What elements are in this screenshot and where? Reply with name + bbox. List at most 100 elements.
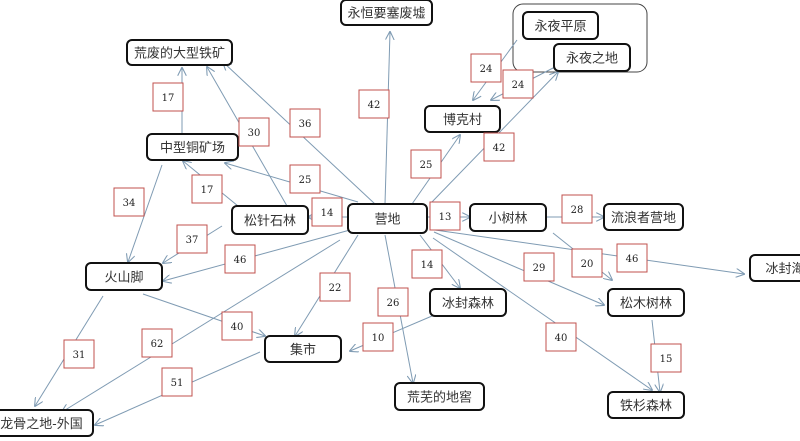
weight-label: 34 bbox=[123, 198, 136, 209]
edge-weight: 24 bbox=[502, 69, 534, 99]
weight-label: 20 bbox=[581, 259, 594, 270]
node-box bbox=[347, 203, 428, 234]
node-13: 松木树林 bbox=[607, 288, 685, 317]
node-label: 中型铜矿场 bbox=[160, 141, 225, 156]
weight-label: 17 bbox=[201, 185, 214, 196]
weight-label: 26 bbox=[387, 298, 400, 309]
node-17: 龙骨之地-外国 bbox=[0, 409, 94, 437]
node-label: 博克村 bbox=[443, 113, 482, 128]
weight-box bbox=[311, 197, 343, 227]
node-label: 永夜之地 bbox=[566, 52, 618, 67]
weight-label: 22 bbox=[329, 283, 342, 294]
edge-arrow bbox=[432, 237, 652, 390]
edge-weight: 34 bbox=[113, 187, 145, 217]
weight-box bbox=[319, 272, 351, 302]
node-box bbox=[394, 382, 485, 411]
weight-box bbox=[224, 244, 256, 274]
edge-weight: 25 bbox=[410, 149, 442, 179]
edge-weight: 14 bbox=[311, 197, 343, 227]
weight-box bbox=[221, 311, 253, 341]
edge-weight: 62 bbox=[141, 328, 173, 358]
edge-weight: 29 bbox=[523, 252, 555, 282]
weight-box bbox=[616, 243, 648, 273]
weight-label: 14 bbox=[321, 208, 334, 219]
node-box bbox=[522, 11, 599, 40]
node-box bbox=[603, 203, 684, 231]
weight-box bbox=[289, 108, 321, 138]
node-label: 永夜平原 bbox=[534, 20, 586, 35]
node-box bbox=[264, 335, 342, 363]
node-3: 永夜之地 bbox=[553, 43, 631, 72]
node-box bbox=[607, 288, 685, 317]
edge-weight: 28 bbox=[561, 194, 593, 224]
weight-label: 42 bbox=[493, 143, 506, 154]
node-box bbox=[607, 391, 685, 419]
weight-label: 42 bbox=[368, 100, 381, 111]
weight-box bbox=[191, 174, 223, 204]
weight-label: 51 bbox=[171, 378, 184, 389]
weight-box bbox=[176, 224, 208, 254]
node-box bbox=[85, 262, 163, 291]
weight-label: 37 bbox=[186, 235, 199, 246]
node-0: 永恒要塞废墟 bbox=[340, 0, 433, 26]
edge-arrow bbox=[62, 239, 341, 412]
weight-box bbox=[571, 248, 603, 278]
weight-label: 13 bbox=[439, 212, 452, 223]
edge-weight: 46 bbox=[224, 244, 256, 274]
node-label: 荒芜的地窖 bbox=[407, 390, 472, 406]
node-box bbox=[553, 43, 631, 72]
node-box bbox=[126, 39, 233, 66]
edge-weight: 25 bbox=[289, 164, 321, 194]
weight-label: 24 bbox=[480, 64, 493, 75]
edge-weight: 31 bbox=[63, 339, 95, 369]
edge-weight: 36 bbox=[289, 108, 321, 138]
weight-label: 28 bbox=[571, 205, 584, 216]
edge-weight: 22 bbox=[319, 272, 351, 302]
weight-box bbox=[502, 69, 534, 99]
weight-box bbox=[152, 82, 184, 112]
weight-box bbox=[113, 187, 145, 217]
edge-weight: 14 bbox=[411, 249, 443, 279]
weight-label: 46 bbox=[234, 255, 247, 266]
weight-box bbox=[161, 367, 193, 397]
weight-label: 36 bbox=[299, 119, 312, 130]
node-label: 龙骨之地-外国 bbox=[0, 417, 82, 432]
node-label: 冰封海 bbox=[765, 262, 800, 277]
edge-weight: 17 bbox=[191, 174, 223, 204]
weight-label: 30 bbox=[248, 128, 261, 139]
node-box bbox=[340, 0, 433, 26]
weight-label: 62 bbox=[151, 339, 164, 350]
weight-box bbox=[238, 117, 270, 147]
node-14: 集市 bbox=[264, 335, 342, 363]
edge-weight: 42 bbox=[483, 132, 515, 162]
node-label: 火山脚 bbox=[104, 270, 143, 286]
weight-box bbox=[429, 201, 461, 231]
node-16: 铁杉森林 bbox=[607, 391, 685, 419]
edge-weight: 24 bbox=[470, 53, 502, 83]
node-label: 冰封森林 bbox=[442, 297, 494, 312]
weight-box bbox=[63, 339, 95, 369]
weight-box bbox=[289, 164, 321, 194]
node-1: 荒废的大型铁矿 bbox=[126, 39, 233, 66]
weight-box bbox=[377, 287, 409, 317]
edge-weight: 10 bbox=[362, 322, 394, 352]
node-box bbox=[429, 288, 507, 317]
node-box bbox=[424, 105, 501, 133]
weight-box bbox=[650, 343, 682, 373]
weight-label: 25 bbox=[420, 160, 433, 171]
node-11: 火山脚 bbox=[85, 262, 163, 291]
weight-label: 17 bbox=[162, 93, 175, 104]
weight-box bbox=[358, 89, 390, 119]
weight-label: 29 bbox=[533, 263, 546, 274]
node-label: 荒废的大型铁矿 bbox=[134, 46, 225, 62]
weight-label: 10 bbox=[372, 333, 385, 344]
node-label: 铁杉森林 bbox=[620, 399, 672, 414]
node-9: 流浪者营地 bbox=[603, 203, 684, 231]
weight-box bbox=[411, 249, 443, 279]
weight-box bbox=[483, 132, 515, 162]
weight-box bbox=[561, 194, 593, 224]
weight-box bbox=[141, 328, 173, 358]
node-box bbox=[231, 205, 309, 235]
weight-label: 40 bbox=[555, 333, 568, 344]
weight-label: 15 bbox=[660, 354, 673, 365]
